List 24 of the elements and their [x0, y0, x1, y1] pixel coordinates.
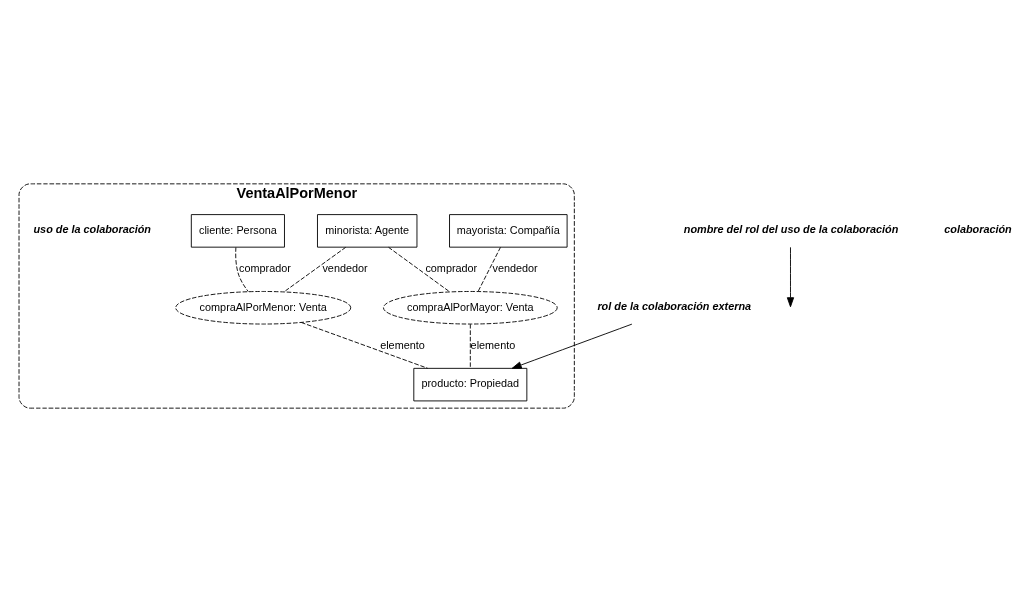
connector: [283, 246, 347, 293]
edge-label: comprador: [425, 262, 478, 275]
node-box: producto: Propiedad: [413, 367, 528, 402]
edge-label: elemento: [380, 339, 425, 351]
edge-label: vendedor: [492, 262, 538, 275]
label: uso de la colaboración: [33, 222, 152, 235]
node-text: rol de la colaboración externa: [597, 299, 752, 312]
connector: [477, 246, 501, 292]
arrow: [511, 323, 633, 369]
connector: [469, 323, 471, 369]
node-box: minorista: Agente: [317, 214, 418, 248]
node-box: cliente: Persona: [190, 214, 285, 248]
node-ellipse: compraAlPorMenor: Venta: [175, 291, 352, 325]
node-box: mayorista: Compañía: [449, 214, 568, 248]
label: colaboración: [944, 222, 1012, 235]
edge-label: comprador: [239, 262, 291, 275]
edge-label: vendedor: [322, 262, 368, 275]
node-text: nombre del rol del uso de la colaboración: [683, 222, 899, 235]
connector: [300, 322, 429, 369]
arrow: [786, 246, 795, 308]
connector: [235, 247, 249, 293]
node-ellipse: compraAlPorMayor: Venta: [383, 291, 558, 325]
edge-label: elemento: [470, 339, 516, 351]
connector: [388, 246, 451, 293]
